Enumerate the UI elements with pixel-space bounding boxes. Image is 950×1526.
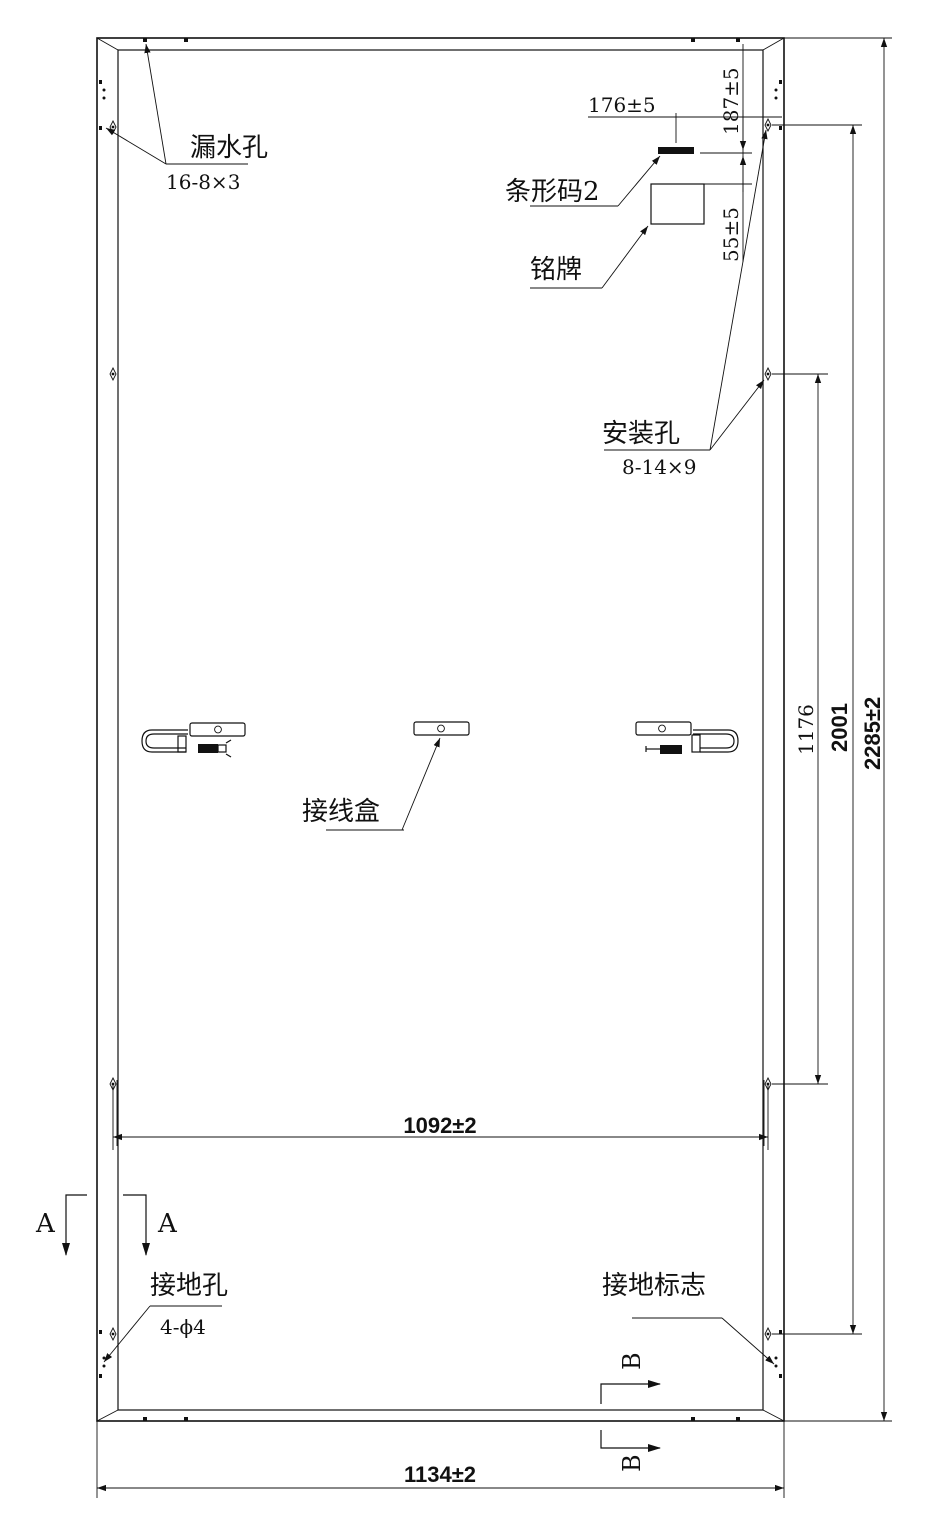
mount-spacing-dim: 1176 (794, 704, 818, 755)
frame-inner (117, 49, 764, 1411)
hole-tr (764, 117, 772, 133)
ground-hole-callout: 接地孔 4-ϕ4 (103, 1271, 228, 1363)
right-dims: 1176 2001 2285±2 (772, 37, 892, 1422)
top-right-dims: 187±5 55±5 (676, 44, 782, 262)
drain-hole-label: 漏水孔 (190, 133, 268, 163)
ground-mark-label: 接地标志 (602, 1271, 706, 1301)
mounting-hole-callout: 安装孔 8-14×9 (602, 129, 768, 479)
barcode-offset-dim: 176±5 (588, 93, 656, 117)
section-b-marks: B B (600, 1352, 661, 1472)
nameplate-area: 铭牌 (530, 183, 752, 289)
top-offset-dim-1: 187±5 (719, 67, 743, 135)
mounting-hole-spec: 8-14×9 (622, 455, 696, 479)
junction-box-right (635, 721, 739, 754)
inner-width-dim-group: 1092±2 (112, 1080, 769, 1150)
hole-mr-upper (764, 366, 772, 382)
overall-length-dim: 2285±2 (860, 697, 885, 770)
barcode-icon (658, 147, 694, 154)
frame-corner-tr (762, 37, 785, 51)
barcode-area: 176±5 条形码2 (505, 93, 752, 207)
junction-box-left (141, 722, 246, 758)
frame-corner-tl (96, 37, 119, 51)
ground-hole-label: 接地孔 (150, 1271, 228, 1301)
inner-width-dim: 1092±2 (403, 1113, 476, 1138)
nameplate-icon (650, 183, 705, 225)
junction-box-callout: 接线盒 (302, 737, 441, 831)
section-a-marks: A A (35, 1194, 178, 1256)
section-b-upper: B (618, 1352, 646, 1370)
section-a-left: A (35, 1209, 56, 1239)
ground-hole-spec: 4-ϕ4 (160, 1315, 206, 1339)
junction-box-label: 接线盒 (302, 797, 380, 827)
section-a-right: A (157, 1209, 178, 1239)
frame-corner-br (762, 1409, 785, 1422)
frame-corner-bl (96, 1409, 119, 1422)
ground-spacing-dim: 2001 (827, 703, 852, 752)
junction-box-center (413, 721, 470, 736)
hole-bl (109, 1326, 117, 1342)
top-offset-dim-2: 55±5 (719, 207, 743, 262)
drain-hole-callout: 漏水孔 16-8×3 (105, 43, 268, 194)
module-frame (96, 37, 785, 1422)
overall-width-dim-group: 1134±2 (96, 1421, 785, 1498)
frame-outer (96, 37, 785, 1422)
drain-ticks (99, 38, 782, 1421)
hole-marks (109, 117, 772, 1342)
drain-hole-spec: 16-8×3 (166, 170, 240, 194)
mounting-hole-label: 安装孔 (602, 419, 680, 449)
ground-mark-callout: 接地标志 (602, 1271, 775, 1365)
section-b-lower: B (618, 1454, 646, 1472)
hole-ml-upper (109, 366, 117, 382)
nameplate-label: 铭牌 (530, 255, 582, 285)
hole-br (764, 1326, 772, 1342)
barcode-label: 条形码2 (505, 177, 600, 207)
overall-width-dim: 1134±2 (404, 1462, 476, 1487)
